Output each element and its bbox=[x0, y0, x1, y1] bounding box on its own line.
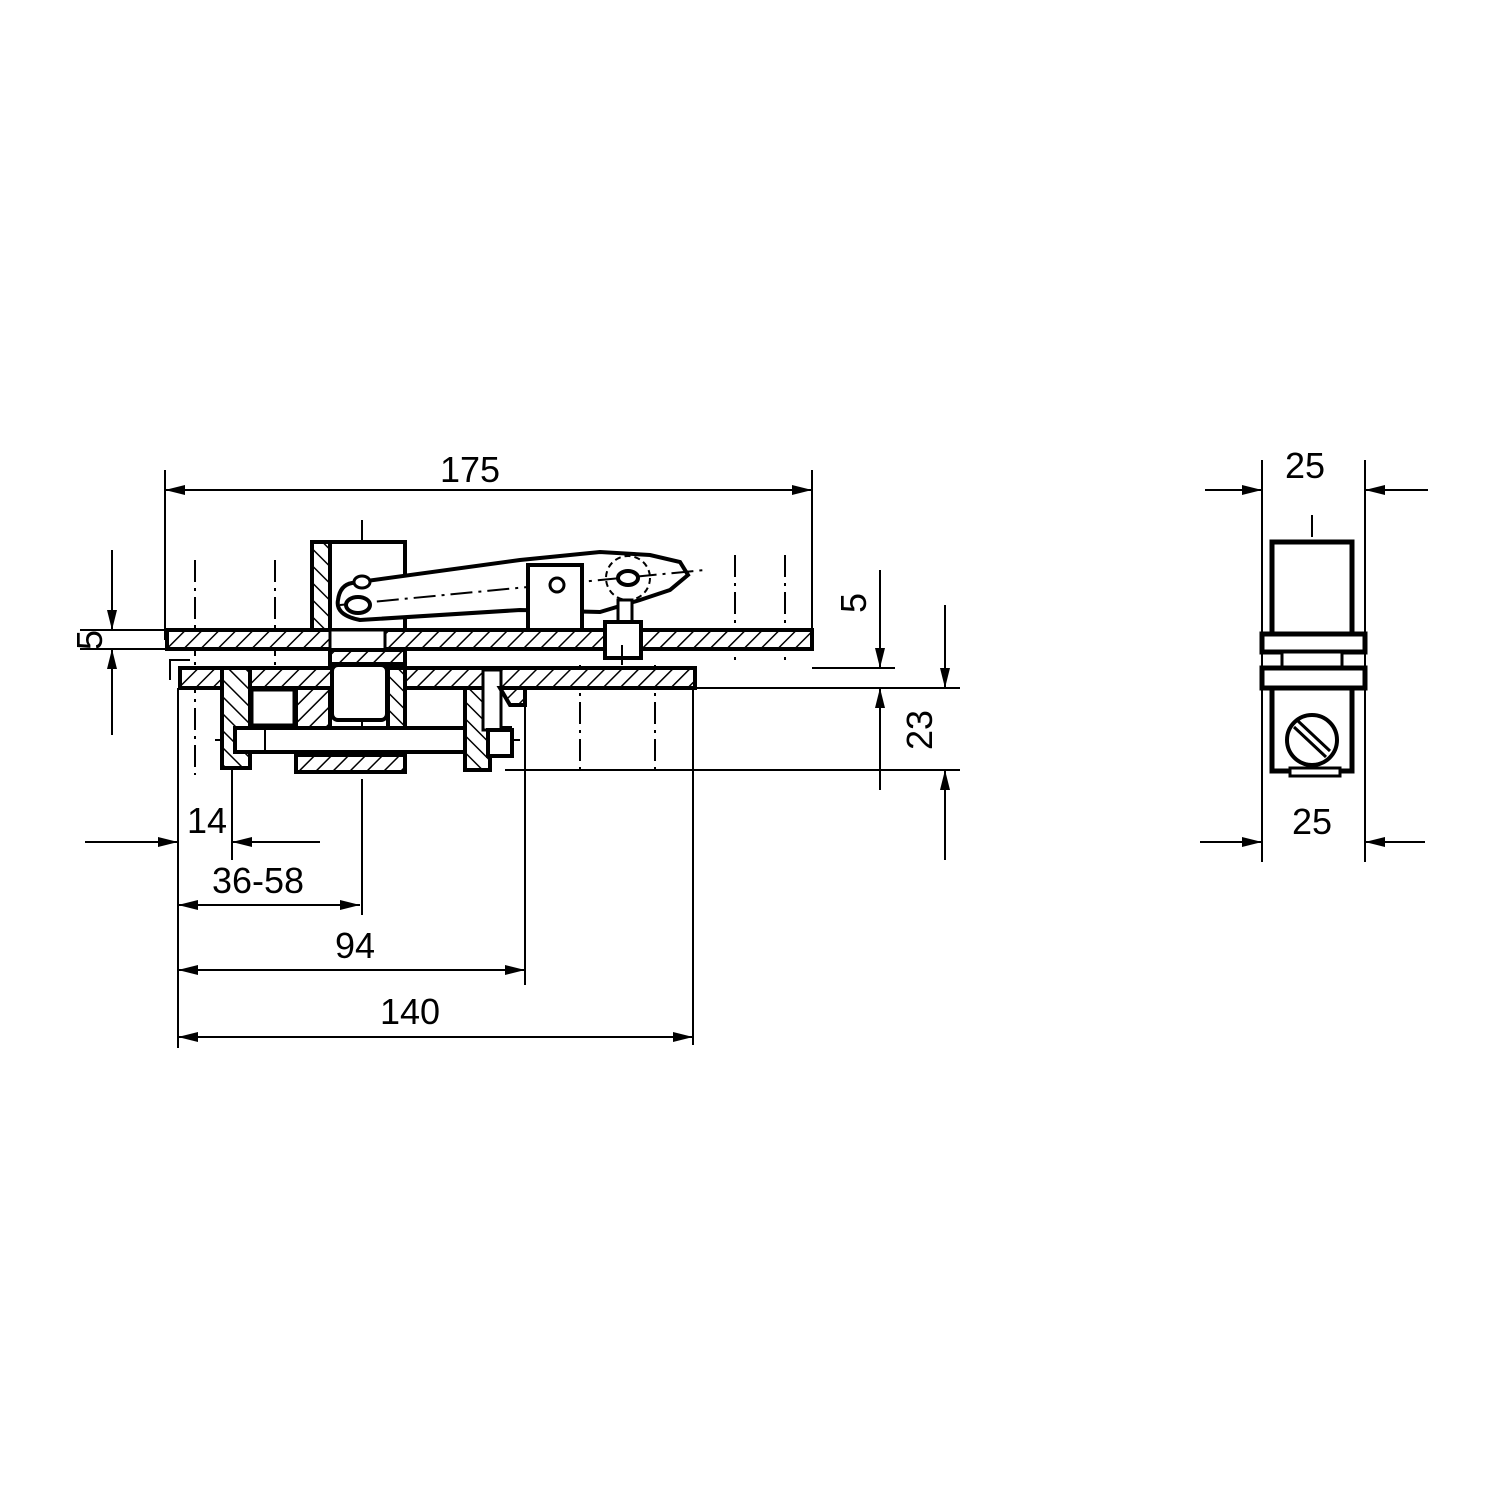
dimension-label: 140 bbox=[380, 991, 440, 1032]
dimension-14: 14 bbox=[85, 688, 320, 1048]
pivot-housing bbox=[294, 648, 407, 774]
lever-arm bbox=[335, 549, 706, 632]
right-bracket bbox=[463, 668, 527, 772]
dimension-25-bottom: 25 bbox=[1200, 801, 1425, 847]
dimension-label: 175 bbox=[440, 449, 500, 490]
dimension-36-58: 36-58 bbox=[178, 780, 363, 915]
dimension-5-left: 5 bbox=[69, 550, 168, 735]
plate-corner bbox=[169, 659, 190, 680]
slide-block bbox=[526, 563, 584, 632]
front-view: 175 5 5 23 14 bbox=[69, 449, 960, 1048]
dimension-label: 25 bbox=[1292, 801, 1332, 842]
dimension-140: 140 bbox=[178, 688, 694, 1045]
upper-block bbox=[1269, 539, 1355, 637]
dimension-5-right: 5 bbox=[812, 570, 895, 790]
dimension-94: 94 bbox=[178, 700, 526, 985]
dimension-label: 5 bbox=[833, 593, 874, 613]
lower-collar bbox=[1259, 665, 1368, 691]
dimension-25-top: 25 bbox=[1205, 445, 1428, 862]
base-plate bbox=[178, 666, 697, 690]
dimension-label: 94 bbox=[335, 925, 375, 966]
dimension-label: 23 bbox=[899, 710, 940, 750]
side-view: 25 25 bbox=[1200, 445, 1428, 862]
pin-hole-icon bbox=[344, 595, 372, 615]
upper-collar bbox=[1259, 631, 1368, 655]
dimension-label: 25 bbox=[1285, 445, 1325, 486]
top-plate bbox=[165, 628, 814, 651]
nut bbox=[486, 728, 514, 758]
dimension-label: 36-58 bbox=[212, 860, 304, 901]
dimension-label: 5 bbox=[69, 630, 110, 650]
screw-icon bbox=[1285, 713, 1339, 767]
dimension-label: 14 bbox=[187, 800, 227, 841]
dimension-23: 23 bbox=[505, 605, 960, 860]
dimension-175: 175 bbox=[164, 449, 813, 640]
